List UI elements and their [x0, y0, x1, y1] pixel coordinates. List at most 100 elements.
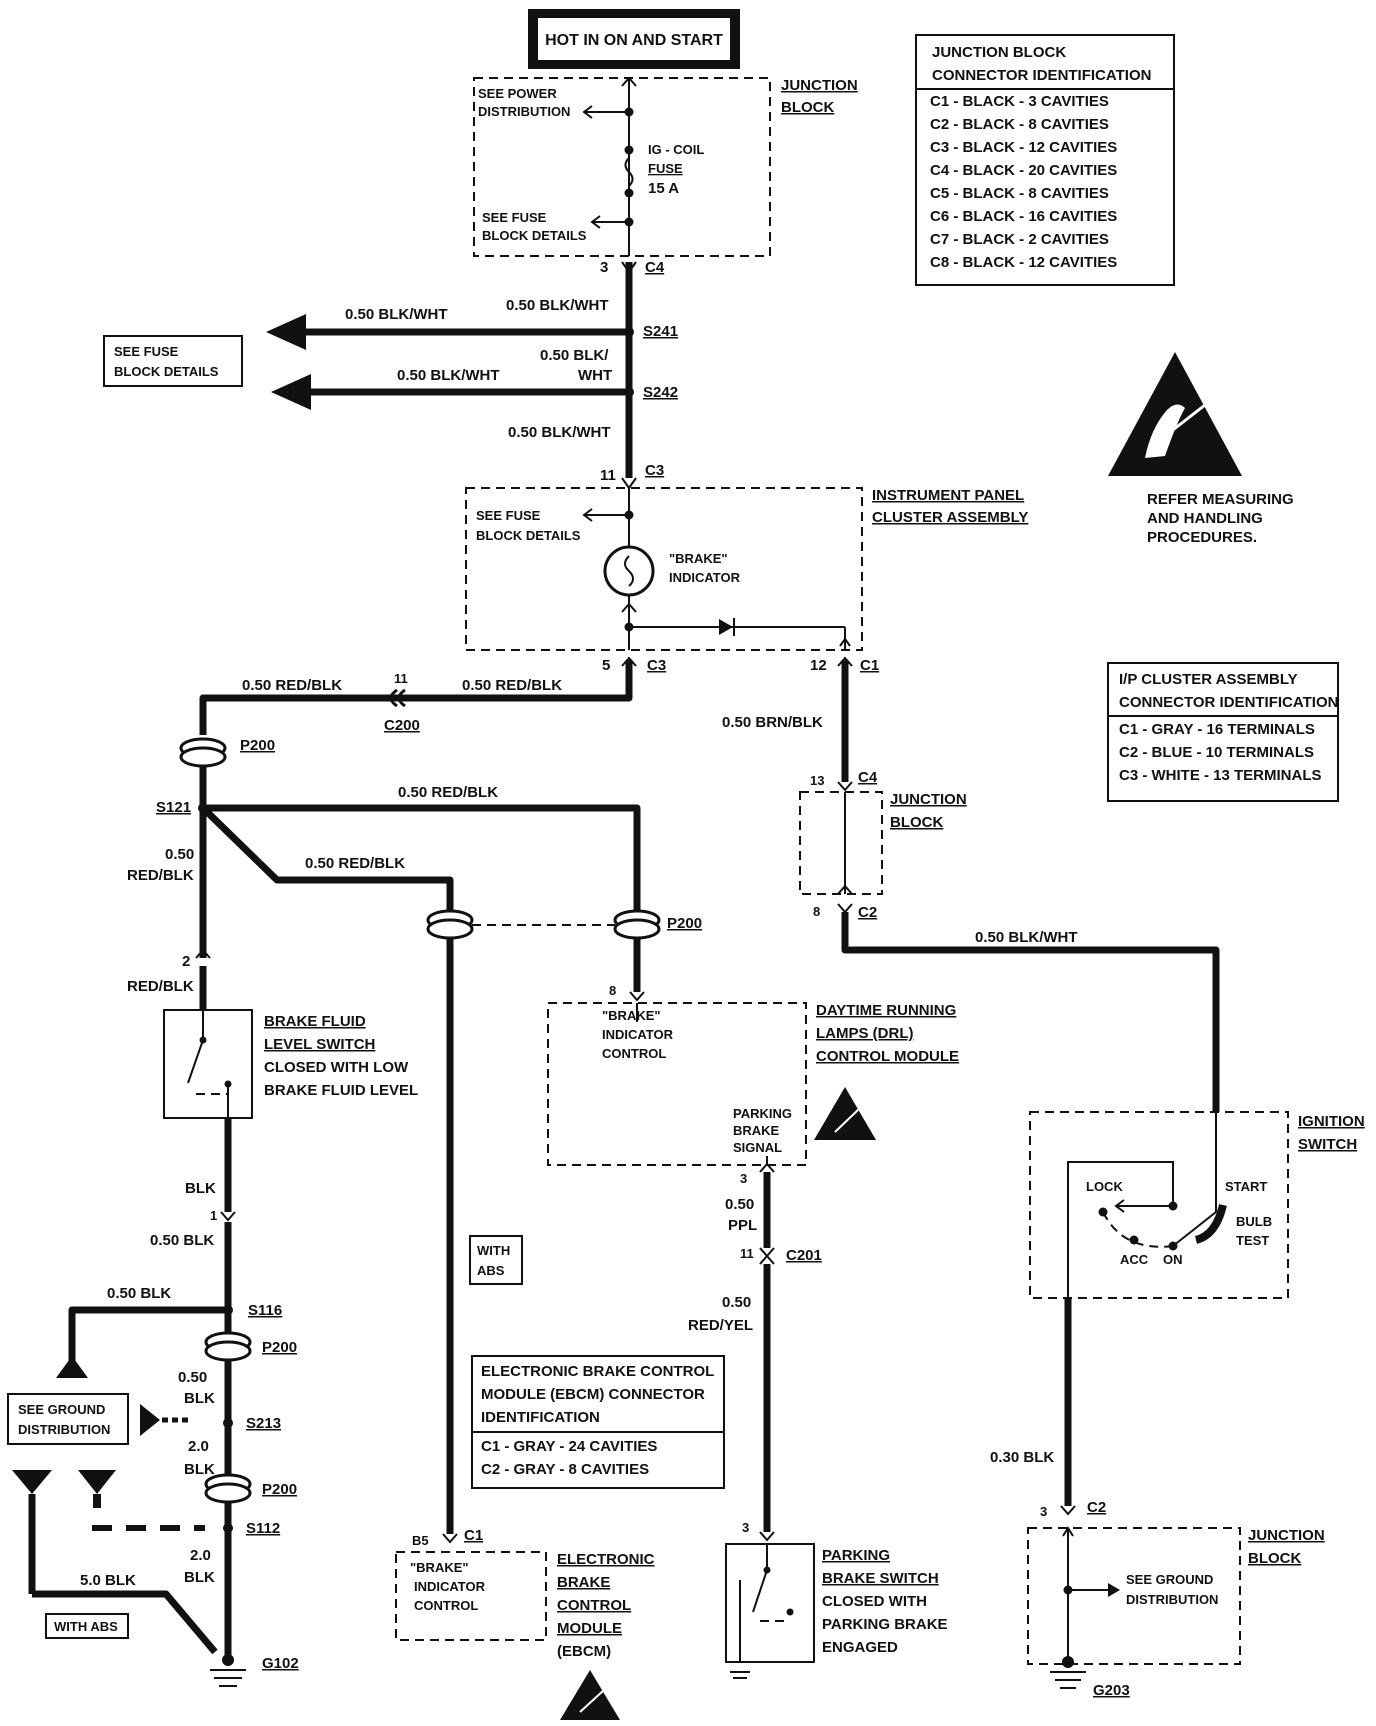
- wire-blk-wht-ign: [841, 912, 1220, 1112]
- arrow-right-icon: [140, 1404, 160, 1436]
- see-fuse-box: SEE FUSE BLOCK DETAILS: [103, 335, 243, 387]
- switch-contact-icon: [187, 1039, 204, 1084]
- splice-label: S112: [246, 1520, 280, 1537]
- ignition-label: SWITCH: [1298, 1136, 1357, 1153]
- conn-label: P200: [240, 737, 275, 754]
- jb-label: BLOCK: [1248, 1550, 1301, 1567]
- ground-label: G203: [1093, 1682, 1130, 1699]
- drl-ctl-label: CONTROL: [602, 1046, 666, 1061]
- pin-label: 3: [1040, 1504, 1047, 1519]
- conn-label: C1: [860, 657, 879, 674]
- wire-label: 0.30 BLK: [990, 1449, 1054, 1466]
- wire-label: 0.50 BLK/: [540, 347, 609, 364]
- ip-table-header: I/P CLUSTER ASSEMBLY: [1119, 671, 1298, 688]
- pbs-label: CLOSED WITH: [822, 1593, 927, 1610]
- wire-red-blk-a: [199, 660, 633, 735]
- ip-cluster-connector-table: I/P CLUSTER ASSEMBLY CONNECTOR IDENTIFIC…: [1107, 662, 1339, 802]
- wire-label: 2.0: [190, 1547, 211, 1564]
- ebcm-table-header: ELECTRONIC BRAKE CONTROL: [481, 1363, 714, 1380]
- cluster-label: INSTRUMENT PANEL: [872, 487, 1024, 504]
- table-row: C1 - GRAY - 16 TERMINALS: [1119, 721, 1315, 738]
- table-row: C2 - BLUE - 10 TERMINALS: [1119, 744, 1314, 761]
- connector-c201: 11 C201: [740, 1246, 822, 1265]
- ebcm-ctl-label: INDICATOR: [414, 1579, 486, 1594]
- esd-warning-icon: [560, 1670, 620, 1720]
- cluster-label-2: CLUSTER ASSEMBLY: [872, 509, 1028, 526]
- splice-s241: 0.50 BLK/WHT 0.50 BLK/WHT S241: [266, 297, 678, 350]
- esd-text: AND HANDLING: [1147, 510, 1263, 527]
- table-row: C8 - BLACK - 12 CAVITIES: [930, 254, 1117, 271]
- pin-3-c4: 3: [600, 259, 608, 276]
- switch-label: BRAKE FLUID LEVEL: [264, 1082, 418, 1099]
- ebcm-table-header: MODULE (EBCM) CONNECTOR: [481, 1386, 705, 1403]
- pin-label: 3: [742, 1520, 749, 1535]
- jb-table-header: JUNCTION BLOCK: [932, 44, 1066, 61]
- drl-ctl-label: INDICATOR: [602, 1027, 674, 1042]
- table-row: C1 - BLACK - 3 CAVITIES: [930, 93, 1109, 110]
- wire-label: 0.50 BLK/WHT: [506, 297, 609, 314]
- ground-arrow-icon: [12, 1470, 52, 1494]
- esd-text: REFER MEASURING: [1147, 491, 1294, 508]
- wire-label: 0.50: [165, 846, 194, 863]
- junction-block-label: JUNCTION: [781, 77, 858, 94]
- table-row: C1 - GRAY - 24 CAVITIES: [481, 1438, 657, 1455]
- ebcm-label: BRAKE: [557, 1574, 610, 1591]
- pbs-label: PARKING: [822, 1547, 890, 1564]
- indicator-label: "BRAKE": [669, 551, 728, 566]
- table-row: C7 - BLACK - 2 CAVITIES: [930, 231, 1109, 248]
- wire-label: 0.50: [722, 1294, 751, 1311]
- ip-table-header-2: CONNECTOR IDENTIFICATION: [1119, 694, 1338, 711]
- wire-label: RED/BLK: [127, 978, 194, 995]
- on-position: ON: [1163, 1252, 1183, 1267]
- switch-label: CLOSED WITH LOW: [264, 1059, 409, 1076]
- jb-table-rows: C1 - BLACK - 3 CAVITIES C2 - BLACK - 8 CA…: [930, 93, 1117, 271]
- splice-label: S121: [156, 799, 191, 816]
- ebcm-label: (EBCM): [557, 1643, 611, 1660]
- splice-s242: 0.50 BLK/WHT S242: [271, 367, 678, 410]
- wire-label: BLK: [185, 1180, 216, 1197]
- jb-label: JUNCTION: [1248, 1527, 1325, 1544]
- with-abs-text: WITH ABS: [54, 1619, 118, 1634]
- see-fuse-text: SEE FUSE: [482, 210, 547, 225]
- junction-block-top: JUNCTION BLOCK SEE POWER DISTRIBUTION IG…: [473, 76, 858, 276]
- ebcm-ctl-label: CONTROL: [414, 1598, 478, 1613]
- wire-label: 0.50 RED/BLK: [462, 677, 562, 694]
- wire-label: 0.50 BLK/WHT: [975, 929, 1078, 946]
- table-row: C2 - BLACK - 8 CAVITIES: [930, 116, 1109, 133]
- conn-label: C2: [1087, 1499, 1106, 1516]
- switch-label: LEVEL SWITCH: [264, 1036, 375, 1053]
- switch-contact-icon: [1172, 1211, 1217, 1247]
- arrow-right-icon: [1108, 1583, 1120, 1597]
- conn-label: C2: [858, 904, 877, 921]
- see-power-text-2: DISTRIBUTION: [478, 104, 570, 119]
- with-abs-text: ABS: [477, 1263, 505, 1278]
- wire-label: PPL: [728, 1217, 757, 1234]
- wire-label: 0.50: [725, 1196, 754, 1213]
- esd-text: PROCEDURES.: [1147, 529, 1257, 546]
- connector-p200-d: P200: [204, 1473, 297, 1504]
- see-fuse-text: SEE FUSE: [114, 344, 179, 359]
- ground-g203: G203: [1050, 1656, 1130, 1699]
- pin-label: 11: [394, 671, 408, 686]
- wire-red-blk-d: [200, 805, 454, 912]
- conn-label: P200: [667, 915, 702, 932]
- wire-label: BLK: [184, 1461, 215, 1478]
- see-ground-box: SEE GROUND DISTRIBUTION: [7, 1393, 190, 1445]
- pbs-label: PARKING BRAKE: [822, 1616, 948, 1633]
- fuse-icon: [624, 157, 634, 187]
- junction-block-connector-table: JUNCTION BLOCK CONNECTOR IDENTIFICATION …: [915, 34, 1175, 286]
- see-ground-text: SEE GROUND: [1126, 1572, 1213, 1587]
- acc-position: ACC: [1120, 1252, 1149, 1267]
- see-power-text: SEE POWER: [478, 86, 557, 101]
- splice-s213: S213: [223, 1415, 281, 1432]
- diode-icon: [719, 619, 733, 635]
- conn-label: C4: [858, 769, 878, 786]
- conn-label: C3: [645, 462, 664, 479]
- wire-label: RED/YEL: [688, 1317, 753, 1334]
- ebcm-connector-table: ELECTRONIC BRAKE CONTROL MODULE (EBCM) C…: [471, 1355, 725, 1489]
- table-row: C4 - BLACK - 20 CAVITIES: [930, 162, 1117, 179]
- conn-label: C200: [384, 717, 420, 734]
- switch-label: BRAKE FLUID: [264, 1013, 366, 1030]
- arrow-left-icon: [266, 314, 306, 350]
- see-fuse-text-2: BLOCK DETAILS: [482, 228, 587, 243]
